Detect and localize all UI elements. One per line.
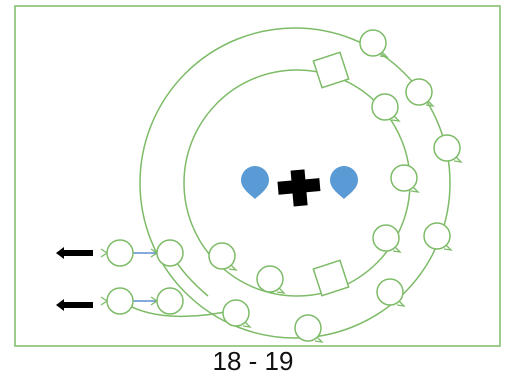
blue-drop-icon [330, 166, 358, 199]
diagram-frame [14, 5, 501, 347]
center-group [241, 166, 358, 207]
outer-ring-node [359, 29, 389, 58]
inner-ring-node [256, 265, 286, 294]
chain-node [150, 287, 184, 315]
outer-ring-node [405, 78, 435, 107]
black-plus-icon [277, 169, 321, 207]
exit-chain-2 [100, 287, 184, 315]
arrow-left-icon [56, 247, 93, 259]
outer-ring-node [376, 278, 406, 307]
square-ring-node [312, 51, 350, 89]
inner-ring-node [390, 164, 420, 193]
inner-ring-node [208, 242, 238, 271]
outer-ring-node [222, 299, 252, 328]
exit-chain-1 [100, 239, 184, 267]
chain-node [100, 239, 134, 267]
outer-ring [139, 27, 451, 339]
arrow-left-icon [56, 299, 93, 311]
page-label: 18 - 19 [212, 346, 294, 376]
inner-ring-node [371, 93, 401, 122]
inner-ring-node [372, 224, 402, 253]
outer-ring-node [433, 134, 463, 163]
blue-drop-icon [241, 166, 269, 199]
outer-ring-node [423, 222, 453, 251]
chain-node [100, 287, 134, 315]
outer-ring-node [294, 314, 324, 343]
chain-node [150, 239, 184, 267]
square-ring-node [312, 259, 350, 297]
